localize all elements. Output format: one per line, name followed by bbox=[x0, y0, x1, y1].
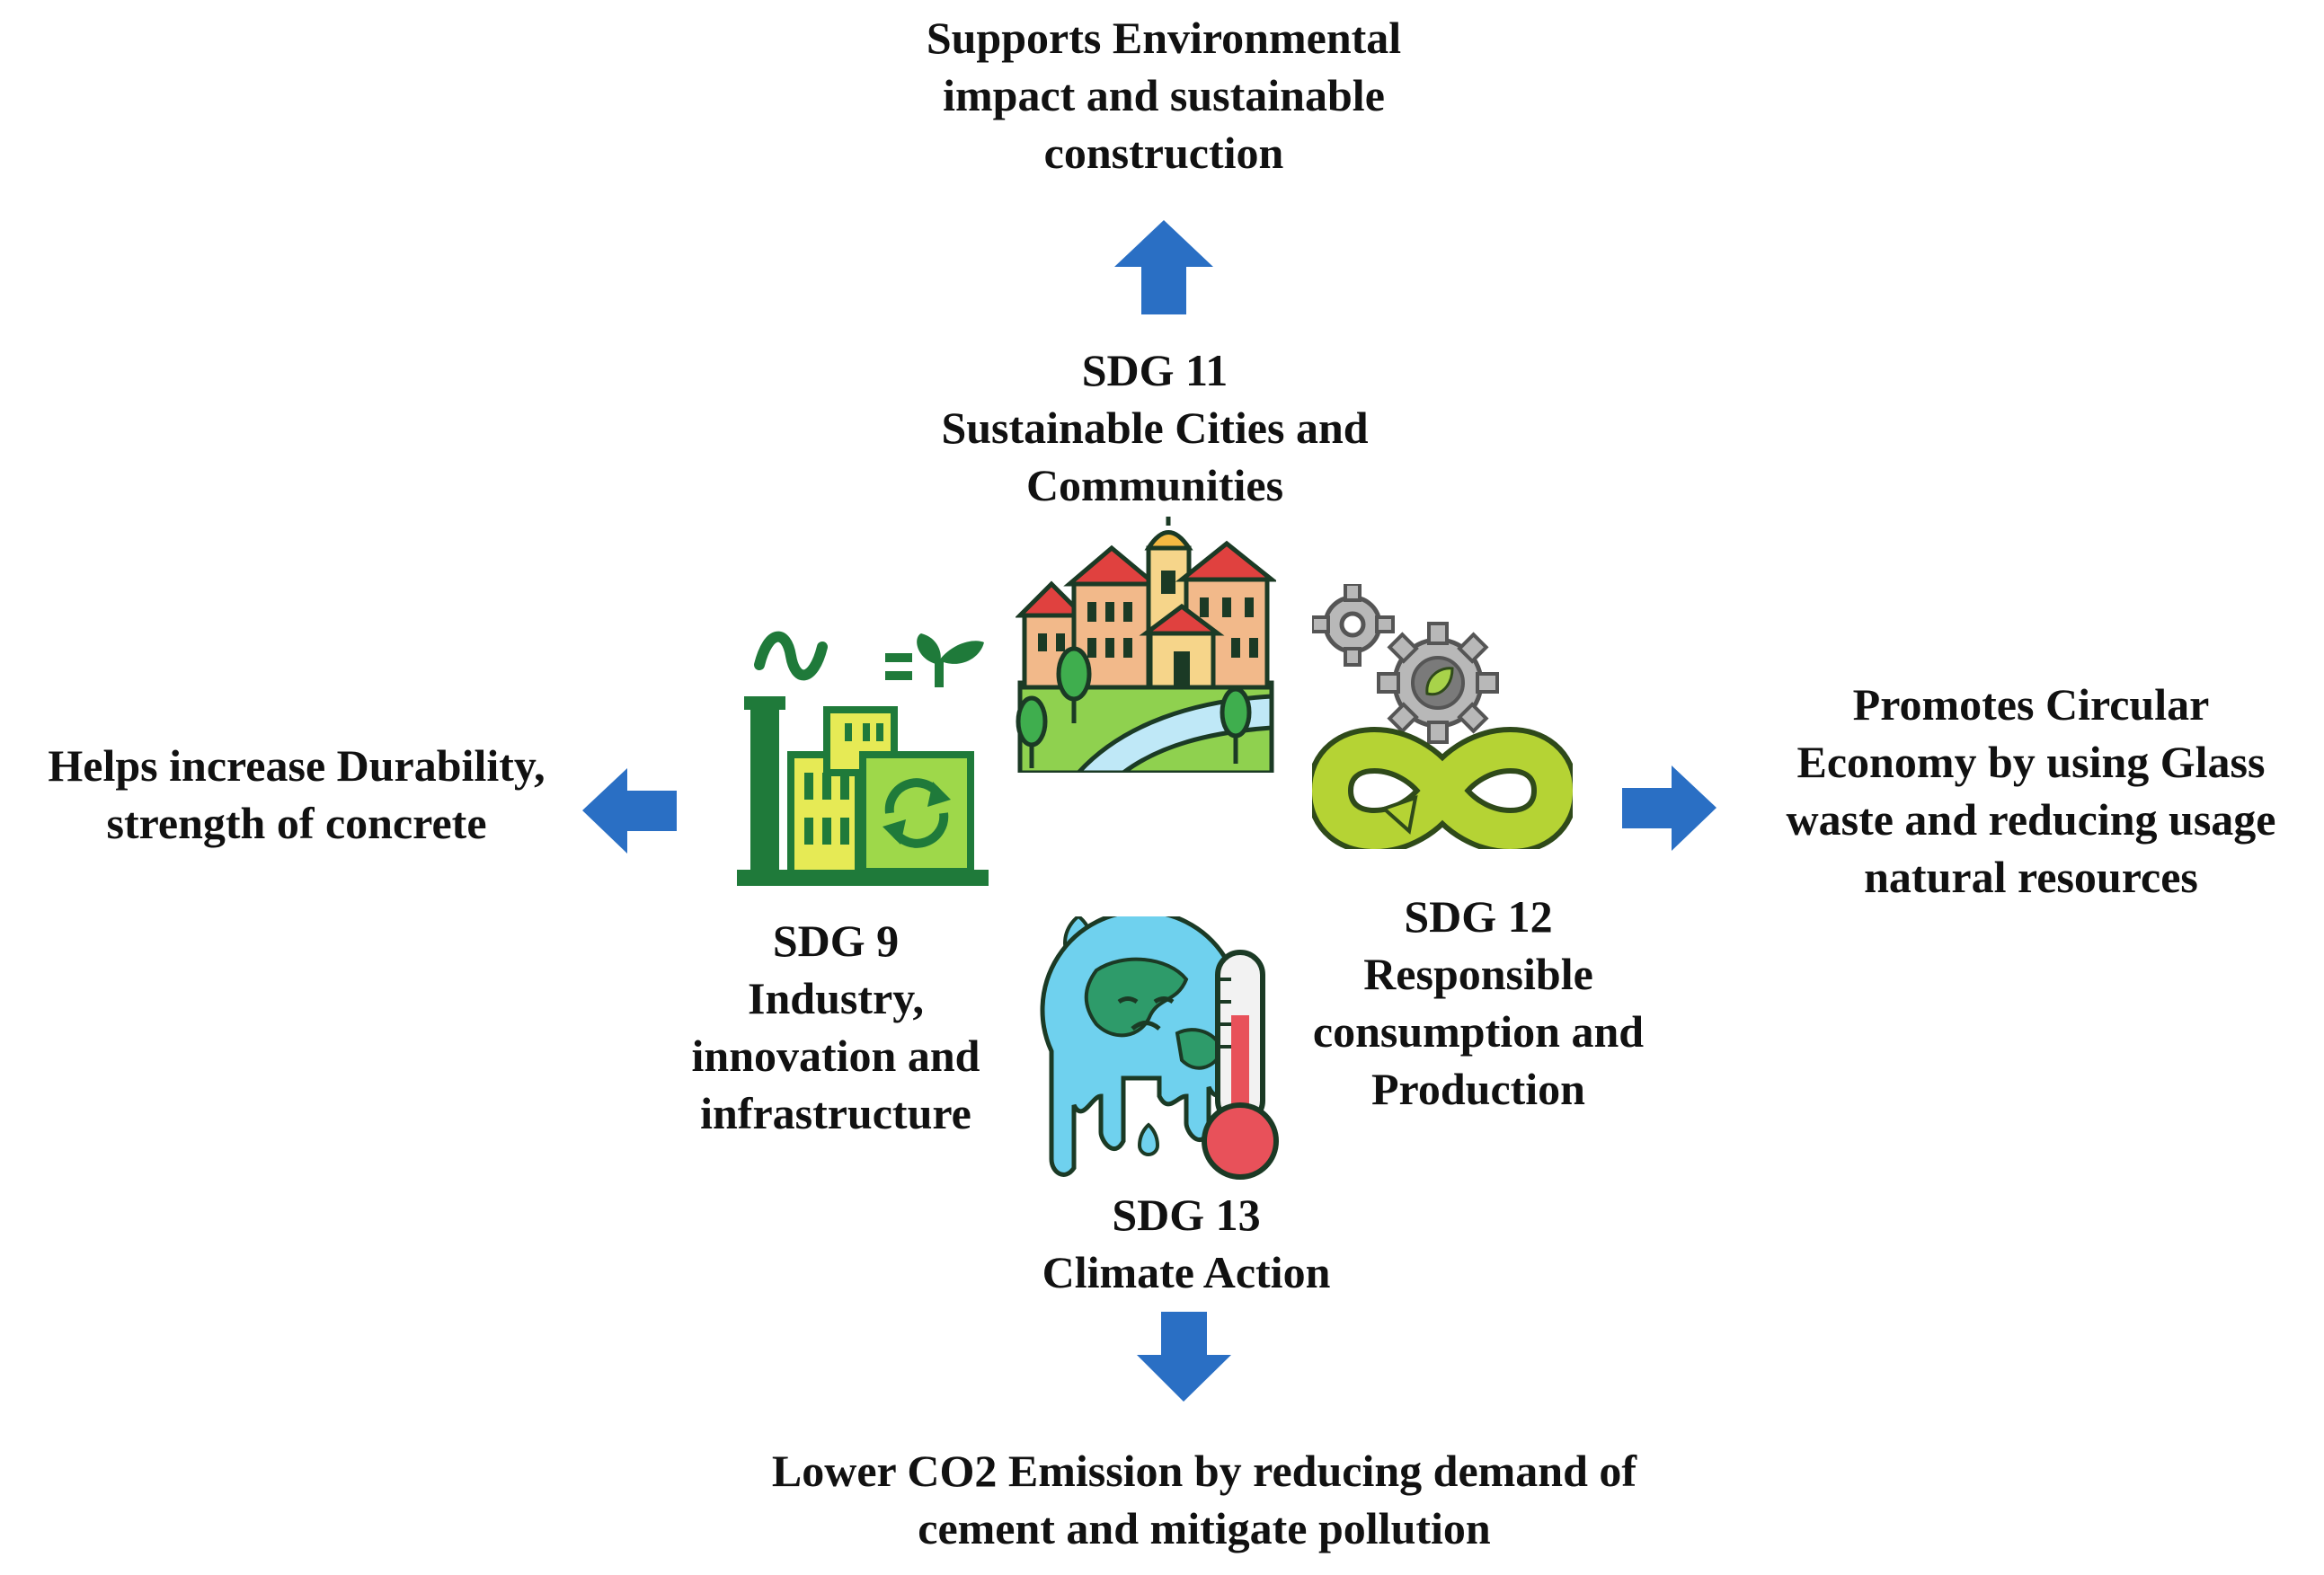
melting-earth-thermometer-icon bbox=[1040, 916, 1279, 1180]
city-icon bbox=[1016, 517, 1276, 773]
outcome-bottom-text: Lower CO2 Emission by reducing demand of… bbox=[771, 1446, 1637, 1553]
arrow-left-icon bbox=[582, 768, 677, 854]
gears-infinity-icon bbox=[1312, 584, 1573, 849]
sdg11-label: SDG 11 Sustainable Cities and Communitie… bbox=[941, 345, 1369, 510]
green-factory-icon bbox=[737, 631, 989, 886]
sdg13-label: SDG 13 Climate Action bbox=[1042, 1190, 1331, 1297]
outcome-right-text: Promotes Circular Economy by using Glass… bbox=[1786, 679, 2276, 902]
arrow-down-icon bbox=[1137, 1312, 1231, 1402]
sdg9-label: SDG 9 Industry, innovation and infrastru… bbox=[691, 916, 980, 1138]
outcome-top-text: Supports Environmental impact and sustai… bbox=[926, 13, 1402, 178]
arrow-right-icon bbox=[1622, 765, 1716, 851]
sdg12-label: SDG 12 Responsible consumption and Produ… bbox=[1312, 891, 1645, 1114]
arrow-up-icon bbox=[1114, 220, 1213, 314]
outcome-left-text: Helps increase Durability, strength of c… bbox=[48, 740, 546, 848]
